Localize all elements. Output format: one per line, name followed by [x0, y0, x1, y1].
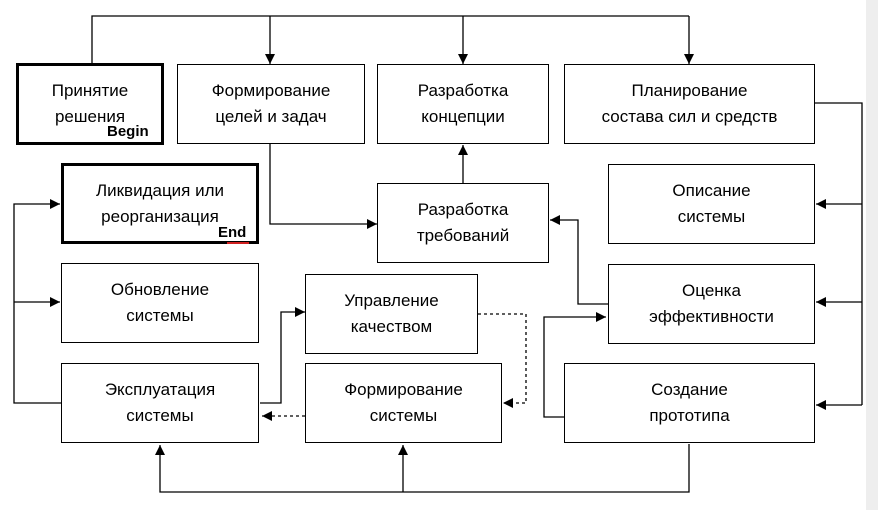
node-description: Описание системы [608, 164, 815, 244]
node-concept: Разработка концепции [377, 64, 549, 144]
node-liquidation: Ликвидация или реорганизация [61, 163, 259, 244]
node-planning: Планирование состава сил и средств [564, 64, 815, 144]
node-operation-label: Эксплуатация системы [104, 380, 216, 425]
node-efficiency-label: Оценка эффективности [649, 281, 774, 326]
connector-prototype-bottom [155, 444, 690, 493]
node-formation-label: Формирование системы [344, 380, 463, 425]
end-label: End [218, 224, 247, 241]
node-goals-label: Формирование целей и задач [211, 81, 331, 126]
connector-operation-quality [260, 307, 305, 404]
connector-left-loop [13, 199, 62, 404]
node-concept-label: Разработка концепции [417, 81, 509, 126]
node-efficiency: Оценка эффективности [608, 264, 815, 344]
node-goals: Формирование целей и задач [177, 64, 365, 144]
node-formation: Формирование системы [305, 363, 502, 443]
begin-label: Begin [107, 123, 149, 140]
node-operation: Эксплуатация системы [61, 363, 259, 443]
connector-goals-requirements [269, 143, 377, 229]
node-planning-label: Планирование состава сил и средств [601, 81, 778, 126]
node-description-label: Описание системы [672, 181, 751, 226]
connector-prototype-efficiency [543, 312, 606, 418]
connector-planning-bus [814, 102, 863, 405]
connector-quality-formation [478, 313, 527, 408]
node-decision-label: Принятие решения [51, 81, 129, 126]
node-requirements: Разработка требований [377, 183, 549, 263]
connector-decision-bus [91, 15, 689, 64]
background-strip [866, 0, 878, 510]
node-prototype: Создание прототипа [564, 363, 815, 443]
end-underline [227, 242, 249, 244]
node-liquidation-label: Ликвидация или реорганизация [95, 180, 225, 226]
node-requirements-label: Разработка требований [416, 200, 510, 245]
node-update-label: Обновление системы [110, 280, 210, 325]
connector-efficiency-requirements [550, 215, 608, 305]
node-decision: Принятие решения [16, 63, 164, 145]
node-prototype-label: Создание прототипа [649, 380, 730, 425]
node-update: Обновление системы [61, 263, 259, 343]
node-quality-label: Управление качеством [344, 291, 439, 336]
node-quality: Управление качеством [305, 274, 478, 354]
